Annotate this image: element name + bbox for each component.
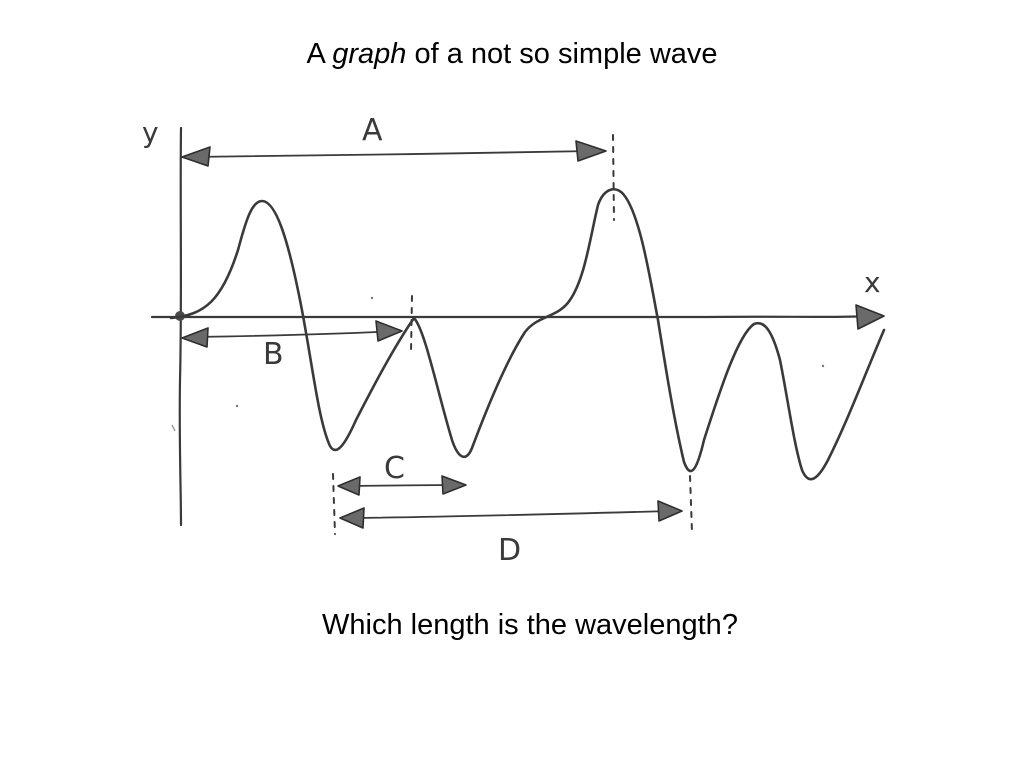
dimension-d-line <box>349 510 673 519</box>
dimension-c-right-arrowhead <box>441 475 467 495</box>
dimension-a-label: A <box>362 113 383 148</box>
dimension-a-left-arrowhead <box>181 146 211 167</box>
dimension-d-right-arrowhead <box>657 500 683 522</box>
wave-curve <box>169 188 886 481</box>
stray-mark <box>821 364 825 368</box>
dimension-c-label: C <box>384 451 405 486</box>
dimension-b-label: B <box>263 337 284 372</box>
dimension-b-right-arrowhead <box>375 320 403 342</box>
title-suffix: of a not so simple wave <box>414 38 718 70</box>
x-axis-arrowhead <box>855 304 885 330</box>
title-emphasis: graph <box>332 38 407 70</box>
title-prefix: A <box>306 38 325 70</box>
dimension-d-right-marker <box>689 475 693 533</box>
question-text: Which length is the wavelength? <box>322 609 738 641</box>
stray-mark <box>171 424 176 432</box>
dimension-c-left-arrowhead <box>337 476 361 496</box>
dimension-d-label: D <box>498 533 521 568</box>
stray-mark <box>370 296 374 300</box>
dimension-d-left-marker <box>332 473 336 535</box>
dimension-a-right-arrowhead <box>575 140 607 162</box>
dimension-a-marker <box>612 134 615 221</box>
dimension-d-left-arrowhead <box>339 507 365 529</box>
dimension-b-line <box>191 330 399 338</box>
slide-title: A graph of a not so simple wave <box>0 34 1024 74</box>
x-axis-label: x <box>864 266 881 299</box>
stray-mark <box>235 404 239 408</box>
y-axis-label: y <box>142 116 159 149</box>
y-axis <box>178 126 183 527</box>
x-axis <box>150 314 874 319</box>
dimension-a-line <box>189 150 593 158</box>
dimension-b-marker <box>410 295 413 353</box>
dimension-b-left-arrowhead <box>181 327 209 348</box>
